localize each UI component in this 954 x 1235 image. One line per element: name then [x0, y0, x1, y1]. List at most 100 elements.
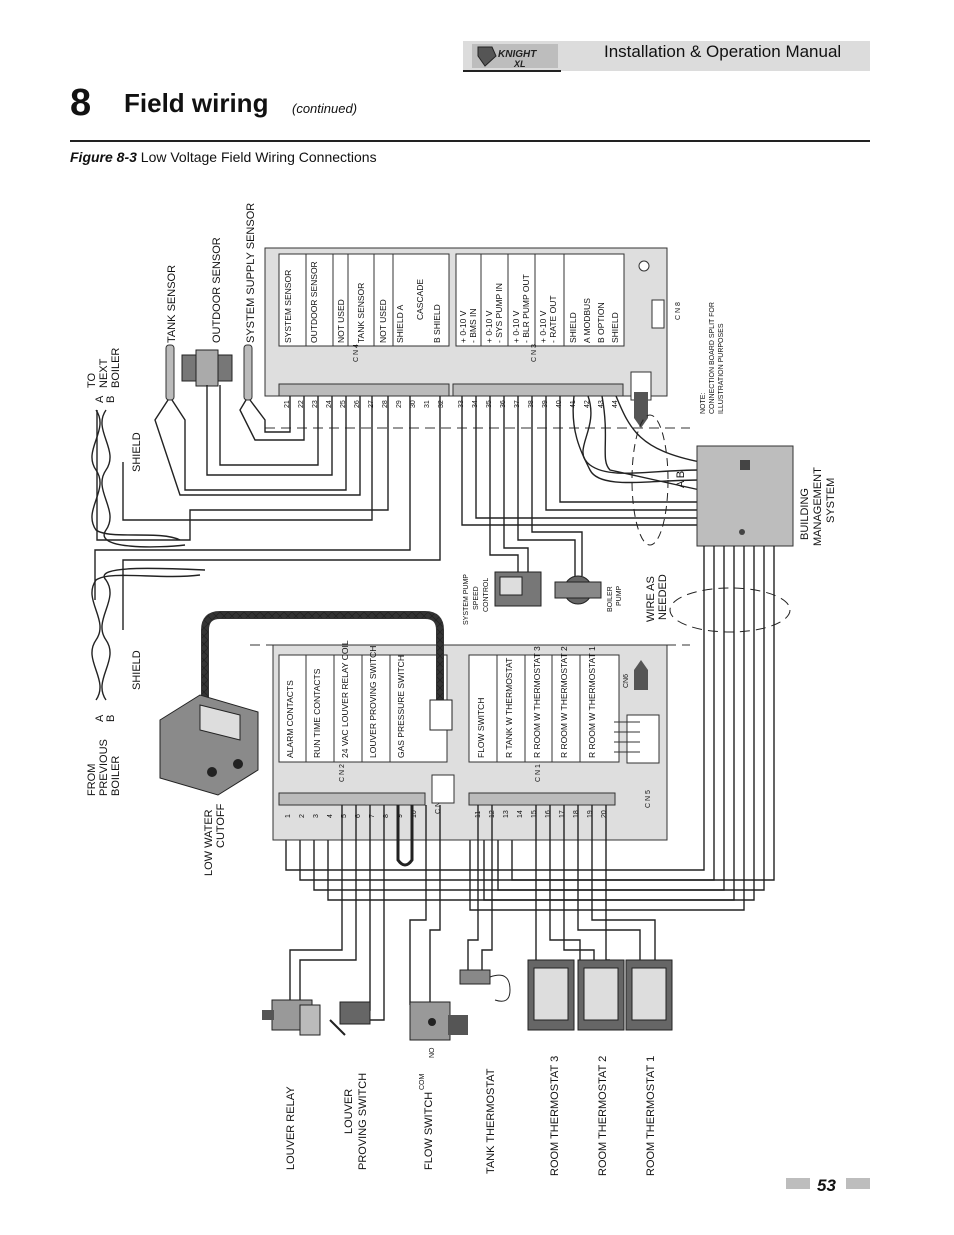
label-room-thermostat-3: R ROOM W THERMOSTAT 3 [532, 646, 542, 758]
outdoor-sensor-label: OUTDOOR SENSOR [211, 237, 223, 343]
label-0-10v-rate-plus: + 0-10 V [538, 310, 548, 343]
cn1-label: C N 1 [535, 764, 542, 782]
boiler-pump-label-1: BOILER [607, 586, 614, 612]
terminal-31: 31 [424, 400, 431, 408]
low-water-cutoff-label-1: LOW WATER [203, 809, 215, 876]
terminal-26: 26 [354, 400, 361, 408]
cn8-label: C N 8 [675, 302, 682, 320]
terminal-7: 7 [369, 814, 376, 818]
terminal-29: 29 [396, 400, 403, 408]
terminal-15: 15 [531, 810, 538, 818]
terminal-14: 14 [517, 810, 524, 818]
louver-relay [262, 999, 321, 1036]
label-tank-thermostat: R TANK W THERMOSTAT [504, 658, 514, 758]
room-thermostat-3-label: ROOM THERMOSTAT 3 [549, 1056, 561, 1176]
figure-caption-text: Low Voltage Field Wiring Connections [140, 149, 377, 165]
shield-label-bottom: SHIELD [131, 650, 143, 690]
manual-title: Installation & Operation Manual [604, 42, 842, 61]
louver-proving-switch [329, 1001, 371, 1036]
to-next-boiler-3: BOILER [110, 348, 122, 388]
label-0-10v-sys-plus: + 0-10 V [484, 310, 494, 343]
figure-label: Figure 8-3 [70, 149, 137, 165]
label-run-time-contacts: RUN TIME CONTACTS [312, 668, 322, 758]
page-bar-right [846, 1178, 870, 1189]
to-next-boiler-2: NEXT [98, 358, 110, 388]
label-not-used-2: NOT USED [378, 299, 388, 343]
modbus-wiring [572, 395, 701, 491]
label-rate-out: - RATE OUT [548, 295, 558, 343]
low-water-cutoff [159, 694, 259, 796]
sys-pump-control-2: SPEED [473, 586, 480, 610]
terminal-19: 19 [587, 810, 594, 818]
label-0-10v-bms-plus: + 0-10 V [458, 310, 468, 343]
twisted-pair-from-previous-boiler [91, 567, 206, 701]
from-previous-boiler-2: PREVIOUS [98, 739, 110, 796]
top-ab-b: B [105, 396, 117, 403]
no-label: NO [429, 1047, 436, 1058]
shield-label-top: SHIELD [131, 432, 143, 472]
label-bms-in: - BMS IN [468, 309, 478, 343]
top-ab-a: A [94, 395, 106, 403]
label-tank-sensor: TANK SENSOR [356, 283, 366, 343]
terminal-18: 18 [573, 810, 580, 818]
bottom-ab-a: A [94, 714, 106, 722]
terminal-23: 23 [312, 400, 319, 408]
label-shield-modbus-2: SHIELD [610, 312, 620, 343]
bms-label-3: SYSTEM [825, 478, 837, 523]
label-room-thermostat-1: R ROOM W THERMOSTAT 1 [587, 646, 597, 758]
label-shield-modbus-1: SHIELD [568, 312, 578, 343]
cn6-label: CN6 [623, 674, 630, 688]
from-previous-boiler-1: FROM [86, 764, 98, 796]
terminal-10: 10 [411, 810, 418, 818]
terminal-24: 24 [326, 400, 333, 408]
knight-xl-logo: KNIGHT XL [472, 44, 558, 69]
label-cascade: CASCADE [415, 279, 425, 320]
terminal-22: 22 [298, 400, 305, 408]
bottom-ab-b: B [105, 715, 117, 722]
system-supply-sensor [243, 344, 253, 401]
figure-caption: Figure 8-3 Low Voltage Field Wiring Conn… [70, 149, 377, 165]
room-thermostat-3 [527, 959, 575, 1031]
label-louver-relay-coil: 24 VAC LOUVER RELAY COIL [340, 640, 350, 758]
label-not-used-1: NOT USED [336, 299, 346, 343]
louver-proving-switch-label-2: PROVING SWITCH [357, 1073, 369, 1170]
room-thermostat-1 [625, 959, 673, 1031]
label-alarm-contacts: ALARM CONTACTS [285, 680, 295, 758]
label-b-shield: B SHIELD [432, 304, 442, 343]
label-modbus: A MODBUS [582, 298, 592, 343]
page-number: 53 [817, 1176, 836, 1195]
pump-wiring [461, 396, 700, 576]
cn4-label: C N 4 [353, 344, 360, 362]
terminal-20: 20 [601, 810, 608, 818]
terminal-2: 2 [299, 814, 306, 818]
cn2-label: C N 2 [339, 764, 346, 782]
boiler-pump-label-2: PUMP [616, 585, 623, 606]
flow-switch [409, 1001, 468, 1041]
terminal-1: 1 [285, 814, 292, 818]
terminal-44: 44 [612, 400, 619, 408]
svg-text:KNIGHT: KNIGHT [498, 49, 537, 60]
outdoor-sensor [181, 349, 233, 387]
from-previous-boiler-3: BOILER [110, 756, 122, 796]
tank-thermostat [459, 969, 511, 1002]
building-management-system [696, 445, 794, 547]
label-gas-pressure-switch: GAS PRESSURE SWITCH [396, 655, 406, 758]
terminal-25: 25 [340, 400, 347, 408]
cn7-label: C N 7 [435, 796, 442, 814]
label-blr-pump-out: - BLR PUMP OUT [521, 274, 531, 343]
room-thermostat-2 [577, 959, 625, 1031]
label-outdoor-sensor: OUTDOOR SENSOR [309, 261, 319, 343]
bms-ab-label: A B [675, 471, 687, 488]
label-louver-proving-switch: LOUVER PROVING SWITCH [368, 646, 378, 758]
top-connection-board: SYSTEM SENSOR OUTDOOR SENSOR NOT USED TA… [264, 247, 690, 429]
tank-sensor [165, 344, 175, 401]
section-number: 8 [70, 82, 92, 124]
note-label-1: NOTE: [700, 393, 707, 414]
terminal-42: 42 [584, 400, 591, 408]
tank-sensor-label: TANK SENSOR [166, 265, 178, 343]
terminal-30: 30 [410, 400, 417, 408]
terminal-3: 3 [313, 814, 320, 818]
label-0-10v-blr-plus: + 0-10 V [511, 310, 521, 343]
section-continued: (continued) [292, 101, 358, 116]
